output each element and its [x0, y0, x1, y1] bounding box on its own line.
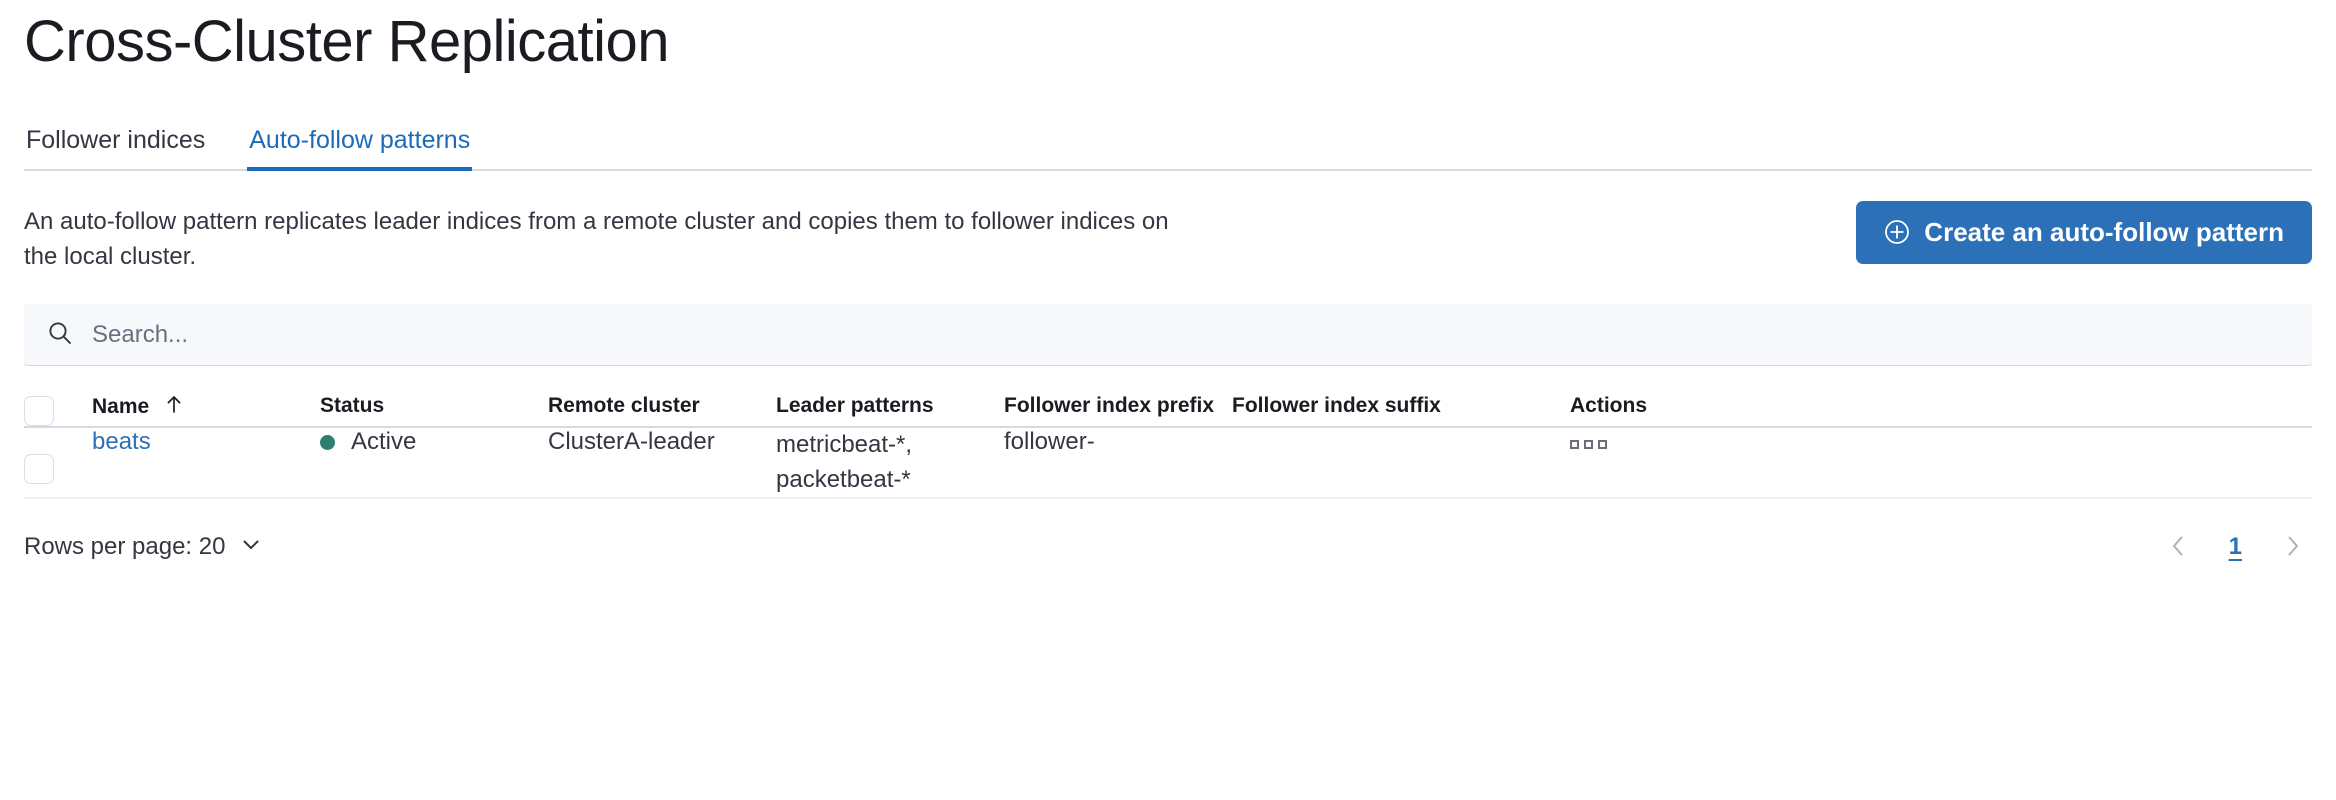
tab-follower-indices[interactable]: Follower indices	[26, 125, 206, 154]
chevron-right-icon	[2282, 533, 2304, 562]
create-button-label: Create an auto-follow pattern	[1924, 216, 2284, 247]
pagination-page-1[interactable]: 1	[2223, 533, 2248, 561]
pagination-previous-button[interactable]	[2159, 529, 2197, 566]
row-select-cell	[24, 427, 92, 497]
column-header-status[interactable]: Status	[320, 394, 385, 418]
pagination: 1	[2159, 529, 2312, 566]
intro-row: An auto-follow pattern replicates leader…	[24, 200, 2312, 275]
column-header-actions: Actions	[1570, 394, 1648, 418]
search-bar[interactable]	[24, 304, 2312, 367]
column-header-leader-patterns[interactable]: Leader patterns	[776, 394, 934, 418]
cell-actions	[1570, 427, 2312, 497]
column-header-remote-cluster[interactable]: Remote cluster	[548, 394, 700, 418]
pagination-next-button[interactable]	[2274, 529, 2312, 566]
table-row: beats Active ClusterA-leader metricbeat-…	[24, 427, 2312, 498]
search-icon	[46, 319, 74, 352]
row-checkbox[interactable]	[24, 454, 54, 485]
cell-follower-index-suffix	[1232, 427, 1570, 497]
table-body: beats Active ClusterA-leader metricbeat-…	[24, 427, 2312, 498]
cell-follower-index-prefix: follower-	[1004, 428, 1095, 456]
table-header: Name Status Remote cluster Leader patter…	[24, 394, 2312, 428]
rows-per-page-selector[interactable]: Rows per page: 20	[24, 532, 263, 563]
cell-status: Active	[320, 427, 548, 497]
select-all-header	[24, 394, 92, 427]
cell-leader-patterns: metricbeat-*, packetbeat-*	[776, 431, 913, 493]
column-header-follower-index-suffix[interactable]: Follower index suffix	[1232, 394, 1441, 418]
create-auto-follow-pattern-button[interactable]: Create an auto-follow pattern	[1856, 200, 2312, 265]
cell-remote-cluster: ClusterA-leader	[548, 428, 715, 456]
chevron-down-icon	[239, 532, 263, 563]
column-header-name-label: Name	[92, 395, 150, 419]
page-title: Cross-Cluster Replication	[24, 9, 670, 74]
column-header-follower-index-prefix[interactable]: Follower index prefix	[1004, 394, 1215, 418]
column-header-name[interactable]: Name	[92, 394, 320, 427]
status-dot-icon	[320, 434, 335, 450]
actions-dot-2	[1584, 440, 1593, 450]
tab-bar: Follower indices Auto-follow patterns	[24, 109, 2312, 171]
chevron-left-icon	[2167, 533, 2189, 562]
actions-dot-3	[1598, 440, 1607, 450]
table-footer: Rows per page: 20 1	[24, 529, 2312, 566]
cell-name: beats	[92, 427, 320, 497]
actions-dot-1	[1570, 440, 1579, 450]
plus-in-circle-icon	[1884, 219, 1910, 245]
search-input[interactable]	[92, 321, 2290, 350]
auto-follow-patterns-table: Name Status Remote cluster Leader patter…	[24, 394, 2312, 498]
arrow-up-icon	[165, 394, 183, 420]
boxes-horizontal-icon[interactable]	[1570, 434, 1607, 450]
table-header-row: Name Status Remote cluster Leader patter…	[24, 394, 2312, 428]
pattern-name-link[interactable]: beats	[92, 428, 151, 456]
status-label: Active	[351, 428, 417, 456]
select-all-checkbox[interactable]	[24, 396, 54, 427]
rows-per-page-label: Rows per page: 20	[24, 533, 226, 561]
tab-auto-follow-patterns[interactable]: Auto-follow patterns	[247, 127, 473, 171]
intro-description: An auto-follow pattern replicates leader…	[24, 207, 1169, 270]
